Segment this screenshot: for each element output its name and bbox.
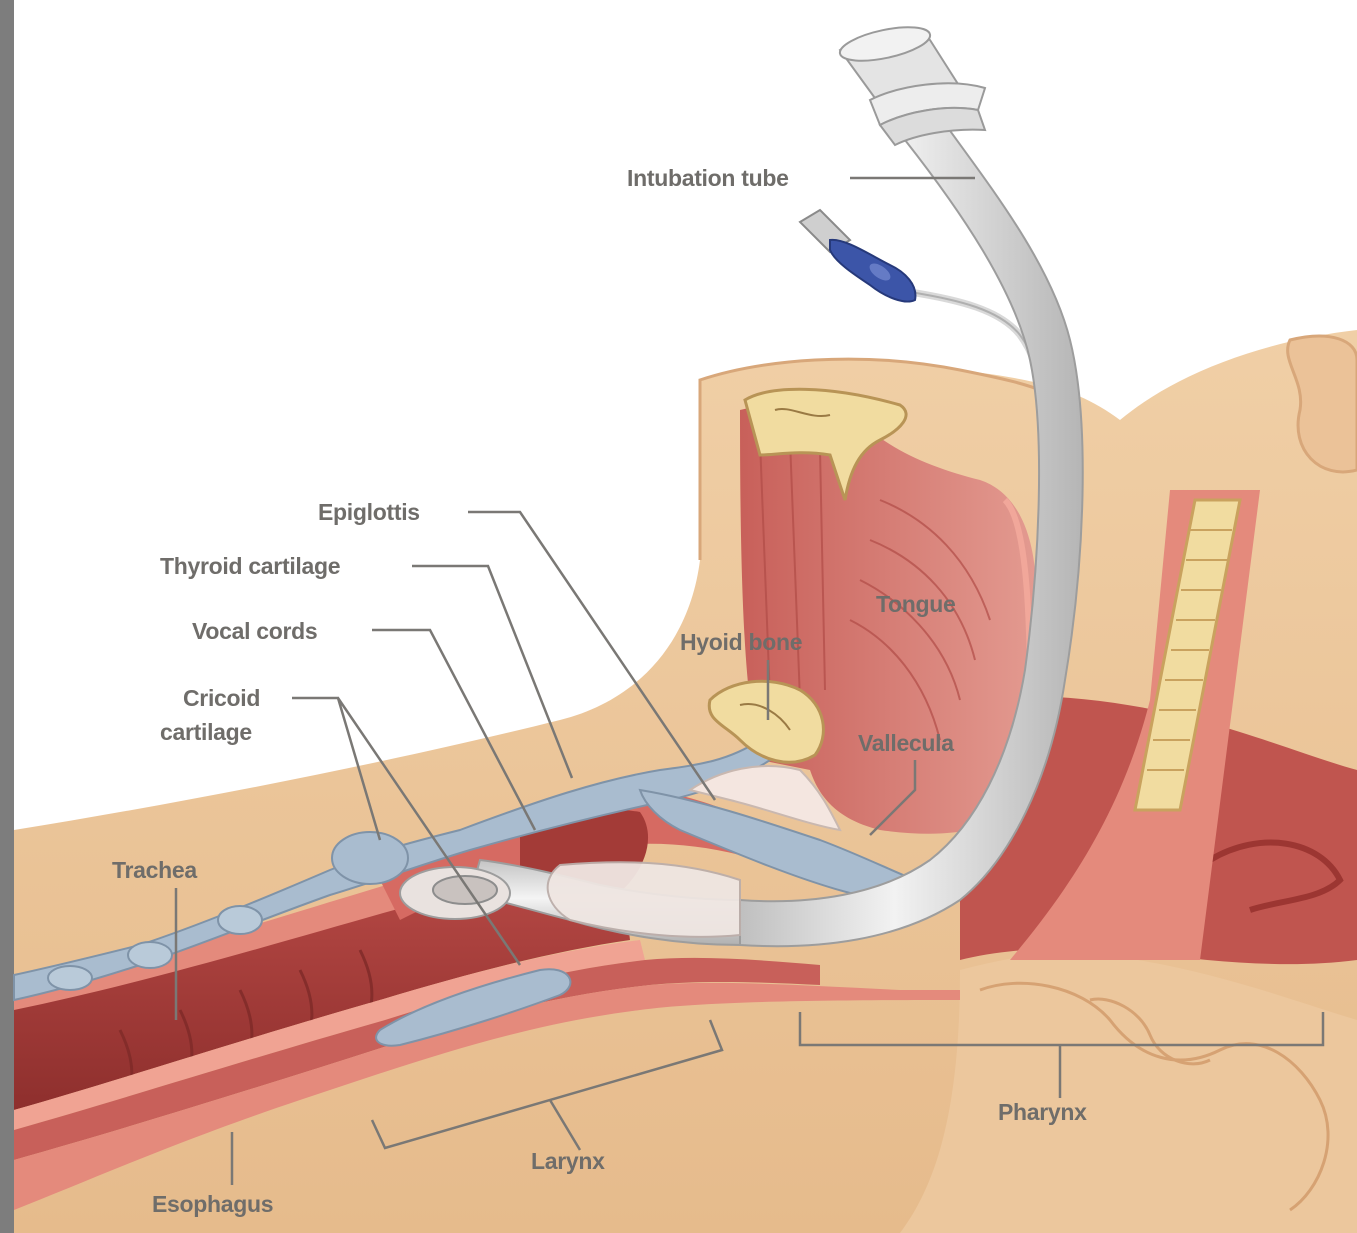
label-vocal-cords: Vocal cords xyxy=(192,618,317,644)
label-pharynx: Pharynx xyxy=(998,1099,1087,1125)
label-tongue: Tongue xyxy=(876,591,956,617)
label-cricoid-line2: cartilage xyxy=(160,719,252,745)
tube-connector xyxy=(837,21,985,145)
label-trachea: Trachea xyxy=(112,857,197,883)
label-larynx: Larynx xyxy=(531,1148,605,1174)
label-cricoid-line1: Cricoid xyxy=(183,685,260,711)
label-thyroid-cartilage: Thyroid cartilage xyxy=(160,553,340,579)
frame-border xyxy=(0,0,14,1233)
label-hyoid-bone: Hyoid bone xyxy=(680,629,802,655)
label-vallecula: Vallecula xyxy=(858,730,954,756)
label-epiglottis: Epiglottis xyxy=(318,499,420,525)
label-esophagus: Esophagus xyxy=(152,1191,273,1217)
pilot-balloon-valve xyxy=(800,210,915,302)
label-intubation-tube: Intubation tube xyxy=(627,165,789,191)
